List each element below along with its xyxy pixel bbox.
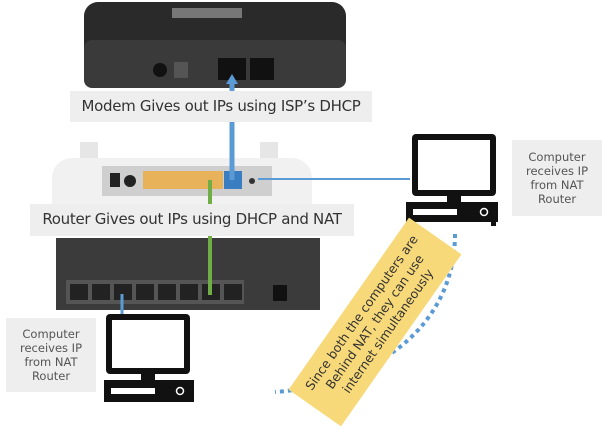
computer-left-label: Computer receives IP from NAT Router (6, 318, 96, 392)
modem-device (84, 2, 346, 88)
computer-right-label: Computer receives IP from NAT Router (512, 140, 602, 216)
modem-label: Modem Gives out IPs using ISP’s DHCP (70, 91, 372, 122)
router-label: Router Gives out IPs using DHCP and NAT (30, 204, 354, 236)
computer-icon (104, 314, 194, 402)
switch-device (56, 238, 320, 310)
computer-icon (406, 134, 498, 226)
